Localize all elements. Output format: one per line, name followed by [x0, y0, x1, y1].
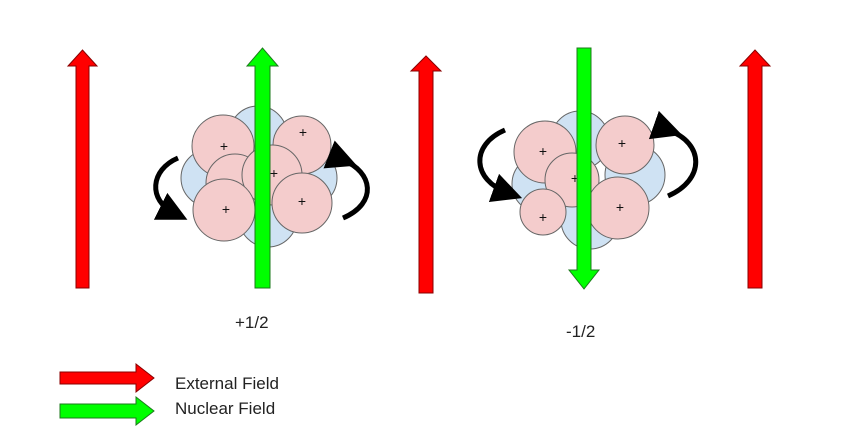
- legend-nuclear-field-label: Nuclear Field: [175, 399, 276, 418]
- legend-external-field-label: External Field: [175, 374, 279, 393]
- external-field-arrow: [66, 49, 99, 289]
- nuclear-field-arrow-up: [245, 47, 280, 289]
- spin-down-label: -1/2: [566, 322, 596, 341]
- proton-charge: +: [298, 193, 306, 209]
- proton-charge: +: [618, 135, 626, 151]
- proton-charge: +: [299, 124, 307, 140]
- proton: [271, 172, 333, 234]
- rotation-arrow-icon: [323, 140, 370, 221]
- external-field-arrow: [738, 49, 772, 289]
- proton-charge: +: [222, 201, 230, 217]
- proton-charge: +: [539, 209, 547, 225]
- proton-charge: +: [270, 165, 278, 181]
- green-arrow-icon: [59, 395, 155, 427]
- nuclear-field-arrow-down: [567, 47, 601, 290]
- proton: [595, 115, 655, 175]
- rotation-arrow-icon: [648, 110, 699, 199]
- spin-up-label: +1/2: [235, 313, 269, 332]
- red-arrow-icon: [59, 362, 155, 394]
- rotation-arrow-icon: [153, 155, 188, 220]
- rotation-arrow-icon: [477, 127, 523, 202]
- proton-charge: +: [571, 170, 579, 186]
- proton-charge: +: [220, 138, 228, 154]
- external-field-arrow: [409, 55, 443, 294]
- proton-charge: +: [539, 143, 547, 159]
- nucleus-spin-down: + + + + +: [511, 110, 666, 250]
- nucleus-spin-up: + + + + +: [180, 105, 338, 248]
- proton-charge: +: [616, 199, 624, 215]
- proton: [519, 188, 567, 236]
